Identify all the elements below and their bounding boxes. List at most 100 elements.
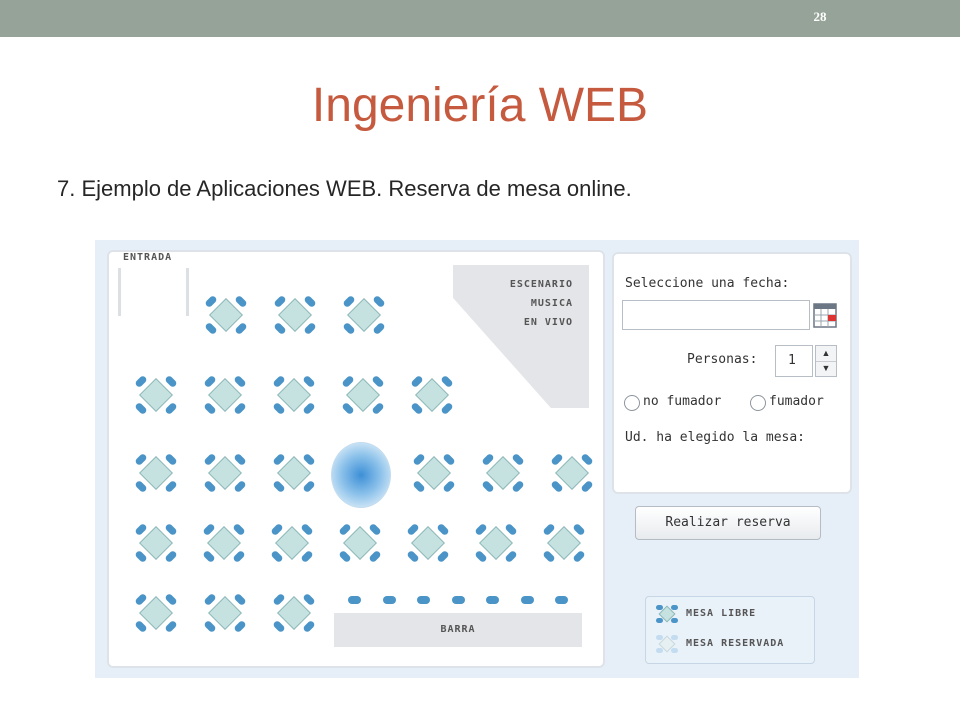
chair: [572, 549, 586, 564]
table-18[interactable]: [270, 522, 314, 564]
chair: [164, 374, 178, 389]
legend-reserved: MESA RESERVADA: [656, 633, 816, 655]
chair: [302, 479, 316, 494]
chair: [233, 452, 247, 467]
bar-stool-3[interactable]: [417, 596, 430, 604]
table-14[interactable]: [550, 452, 594, 494]
chair: [410, 374, 424, 389]
selected-table-label: Ud. ha elegido la mesa:: [625, 430, 806, 445]
chevron-up-icon[interactable]: ▲: [816, 346, 836, 362]
chair: [504, 549, 518, 564]
submit-reservation-button[interactable]: Realizar reserva: [635, 506, 821, 540]
no-smoking-radio[interactable]: [624, 395, 640, 411]
table-10[interactable]: [203, 452, 247, 494]
chair: [368, 549, 382, 564]
chair: [203, 374, 217, 389]
chair: [440, 374, 454, 389]
table-20[interactable]: [406, 522, 450, 564]
chair: [481, 479, 495, 494]
table-7[interactable]: [341, 374, 385, 416]
chair: [234, 321, 248, 336]
table-8[interactable]: [410, 374, 454, 416]
chair: [436, 522, 450, 537]
chair: [368, 522, 382, 537]
table-25[interactable]: [272, 592, 316, 634]
bar-label: BARRA: [440, 624, 476, 635]
persons-input[interactable]: 1: [775, 345, 813, 377]
chair: [511, 479, 525, 494]
chair: [134, 374, 148, 389]
chair: [412, 479, 426, 494]
table-1[interactable]: [204, 294, 248, 336]
chair: [164, 452, 178, 467]
chair: [273, 294, 287, 309]
chair: [204, 321, 218, 336]
bar-stool-5[interactable]: [486, 596, 499, 604]
chair: [233, 374, 247, 389]
chair: [302, 401, 316, 416]
chair: [233, 592, 247, 607]
table-22[interactable]: [542, 522, 586, 564]
bar-stool-4[interactable]: [451, 596, 465, 604]
bar-stool-2[interactable]: [382, 596, 396, 604]
table-6[interactable]: [272, 374, 316, 416]
bar-stool-7[interactable]: [555, 596, 568, 604]
slide-number: 28: [813, 9, 827, 24]
bar-counter: BARRA: [334, 613, 582, 647]
chair: [550, 479, 564, 494]
table-19[interactable]: [338, 522, 382, 564]
chair: [134, 401, 148, 416]
table-21[interactable]: [474, 522, 518, 564]
dance-floor: [331, 442, 391, 508]
persons-spinner: ▲ ▼: [815, 345, 837, 377]
chair: [203, 592, 217, 607]
table-24[interactable]: [203, 592, 247, 634]
table-17[interactable]: [202, 522, 246, 564]
chair: [410, 401, 424, 416]
chair: [542, 522, 556, 537]
legend-box: MESA LIBRE MESA RESERVADA: [645, 596, 815, 664]
table-16[interactable]: [134, 522, 178, 564]
chair: [134, 619, 148, 634]
chair: [134, 549, 148, 564]
chair: [341, 401, 355, 416]
chair: [203, 619, 217, 634]
chair: [203, 401, 217, 416]
table-4[interactable]: [134, 374, 178, 416]
table-13[interactable]: [481, 452, 525, 494]
bar-stool-6[interactable]: [520, 596, 534, 604]
table-11[interactable]: [272, 452, 316, 494]
chair: [232, 522, 246, 537]
chevron-down-icon[interactable]: ▼: [821, 363, 831, 373]
stage-label-line-3: EN VIVO: [523, 317, 573, 328]
slide-top-bar: 28: [0, 0, 960, 37]
table-3[interactable]: [342, 294, 386, 336]
table-12[interactable]: [412, 452, 456, 494]
chair: [406, 522, 420, 537]
chair: [303, 294, 317, 309]
chair: [164, 401, 178, 416]
chair: [134, 522, 148, 537]
chair: [233, 401, 247, 416]
table-2[interactable]: [273, 294, 317, 336]
chair: [302, 452, 316, 467]
date-label: Seleccione una fecha:: [625, 276, 790, 291]
chair: [342, 321, 356, 336]
chair: [338, 522, 352, 537]
chair: [164, 522, 178, 537]
calendar-icon[interactable]: [813, 301, 837, 329]
no-smoking-label: no fumador: [643, 394, 722, 409]
table-5[interactable]: [203, 374, 247, 416]
chair: [273, 321, 287, 336]
chair: [203, 452, 217, 467]
chair: [232, 549, 246, 564]
table-9[interactable]: [134, 452, 178, 494]
date-input[interactable]: [622, 300, 810, 330]
chair: [300, 549, 314, 564]
bar-stool-1[interactable]: [348, 596, 361, 604]
chair: [270, 549, 284, 564]
chair: [474, 522, 488, 537]
table-23[interactable]: [134, 592, 178, 634]
smoking-radio[interactable]: [750, 395, 766, 411]
